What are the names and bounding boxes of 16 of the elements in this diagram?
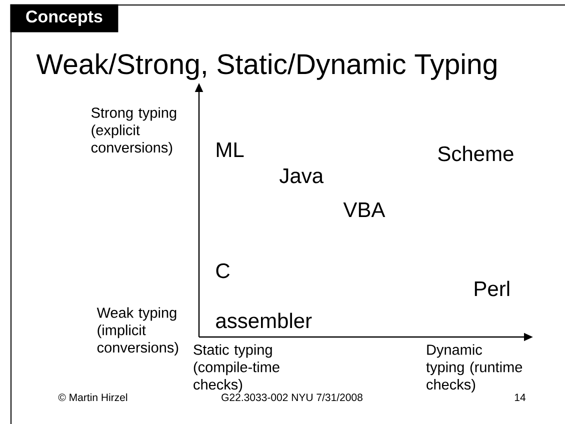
axis-label: Static typing (compile-time checks) xyxy=(194,344,280,393)
language-label: ML xyxy=(216,142,244,157)
slide-title: Weak/Strong, Static/Dynamic Typing xyxy=(36,53,496,80)
language-label: assembler xyxy=(216,312,312,328)
axis-label: Dynamic typing (runtime checks) xyxy=(426,344,522,393)
language-label: Scheme xyxy=(438,146,514,162)
language-label: Perl xyxy=(474,280,510,296)
language-label: Java xyxy=(280,168,324,184)
language-label: C xyxy=(216,263,230,278)
section-tab: Concepts xyxy=(10,4,118,32)
axis-label: Weak typing (implicit conversions) xyxy=(96,307,178,356)
footer-text: G22.3033-002 NYU 7/31/2008 xyxy=(222,393,362,402)
footer-text: © Martin Hirzel xyxy=(58,393,128,402)
page-number: 14 xyxy=(514,394,526,401)
language-label: VBA xyxy=(343,202,386,217)
axis-label: Strong typing (explicit conversions) xyxy=(91,107,176,156)
